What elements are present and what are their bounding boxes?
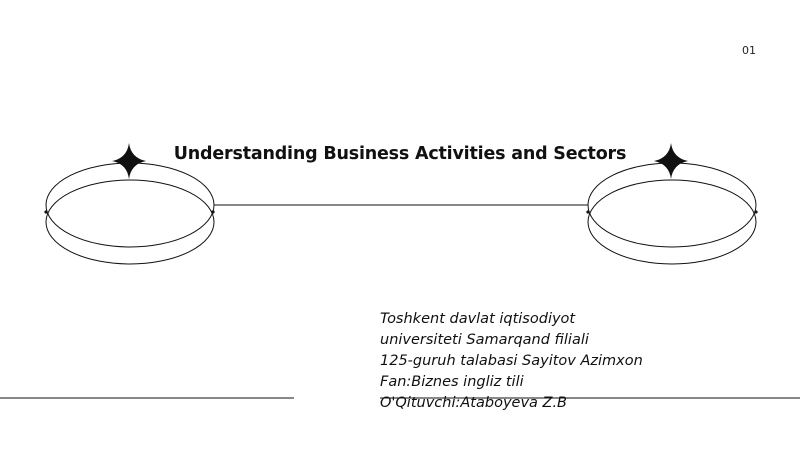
right-ring-outer-cap-icon [754, 210, 758, 214]
left-ring-icon [45, 162, 215, 265]
page-number: 01 [742, 44, 756, 57]
right-ring-cap-icon [586, 210, 590, 214]
info-line-student: 125-guruh talabasi Sayitov Azimxon [380, 353, 643, 369]
info-line-teacher: O'Qituvchi:Ataboyeva Z.B [380, 395, 568, 411]
info-line-subject: Fan:Biznes ingliz tili [380, 374, 524, 390]
right-star-icon [654, 143, 688, 179]
left-star-icon [112, 143, 146, 179]
left-ring-cap-icon [44, 210, 48, 214]
left-ring-inner-cap-icon [211, 210, 215, 214]
info-line-branch: universiteti Samarqand filiali [380, 332, 589, 348]
author-info: Toshkent davlat iqtisodiyot universiteti… [380, 309, 643, 414]
info-line-university: Toshkent davlat iqtisodiyot [380, 311, 576, 327]
slide-title: Understanding Business Activities and Se… [173, 144, 627, 164]
right-ring-icon [587, 162, 757, 265]
